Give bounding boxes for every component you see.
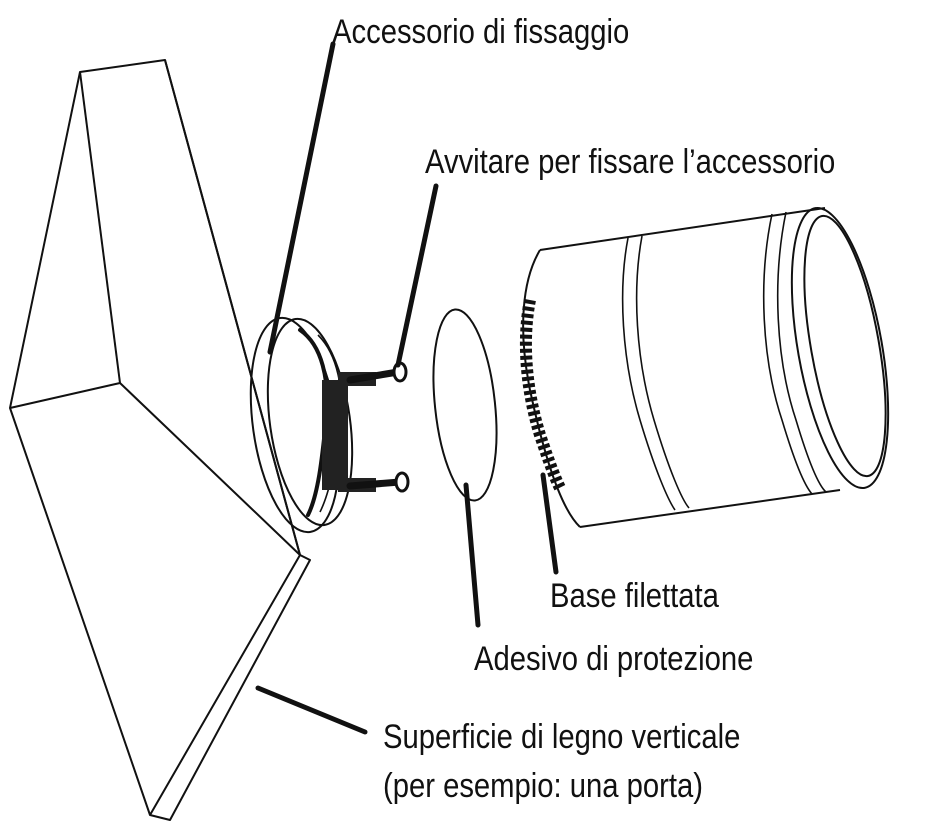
label-surface-line2: (per esempio: una porta): [383, 766, 703, 805]
threaded-cylinder-icon: [519, 206, 890, 528]
screw-icon: [346, 361, 410, 493]
label-screw-to-fix: Avvitare per fissare l’accessorio: [425, 142, 835, 181]
leader-mounting-accessory: [267, 41, 336, 355]
leader-adhesive: [463, 482, 481, 628]
leader-surface: [255, 685, 368, 735]
adhesive-disc-icon: [432, 308, 498, 502]
mounting-bracket-icon: [249, 316, 376, 534]
label-surface-line1: Superficie di legno verticale: [383, 717, 740, 756]
label-protective-adhesive: Adesivo di protezione: [474, 639, 753, 678]
label-mounting-accessory: Accessorio di fissaggio: [332, 12, 629, 51]
wooden-board-icon: [9, 59, 311, 821]
leader-screw: [395, 183, 439, 368]
leader-threaded-base: [540, 472, 559, 575]
label-threaded-base: Base filettata: [550, 576, 719, 615]
